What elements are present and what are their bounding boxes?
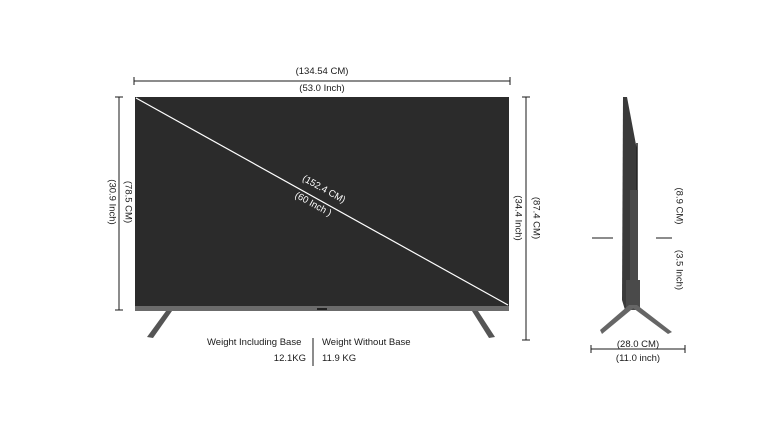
stand-depth-cm-label: (28.0 CM) — [616, 339, 660, 350]
screen-height-dimension-line — [115, 96, 123, 311]
weight-with-base-label: Weight Including Base — [207, 337, 302, 348]
total-height-cm-label: (87.4 CM) — [530, 196, 542, 240]
width-inch-label: (53.0 Inch) — [299, 83, 345, 94]
screen-height-cm-label: (78.5 CM) — [122, 180, 134, 224]
weight-with-base-value: 12.1KG — [273, 353, 306, 364]
width-dimension-line — [133, 77, 511, 85]
tv-side-view — [600, 97, 672, 334]
front-stand-left — [147, 311, 172, 338]
weight-without-base-value: 11.9 KG — [322, 353, 357, 364]
stand-depth-dimension-line — [590, 345, 686, 353]
panel-depth-cm-label: (8.9 CM) — [673, 187, 685, 225]
total-height-dimension-line — [522, 96, 530, 341]
diagonal-line — [135, 97, 509, 306]
total-height-inch-label: (34.4 Inch) — [512, 195, 524, 241]
panel-depth-inch-label: (3.5 Inch) — [673, 249, 685, 291]
weight-without-base-label: Weight Without Base — [322, 337, 411, 348]
front-stand-right — [472, 311, 495, 338]
screen-height-inch-label: (30.9 Inch) — [106, 179, 118, 225]
tv-logo-mark — [317, 308, 327, 310]
width-cm-label: (134.54 CM) — [295, 66, 349, 77]
stand-depth-inch-label: (11.0 inch) — [615, 353, 661, 364]
